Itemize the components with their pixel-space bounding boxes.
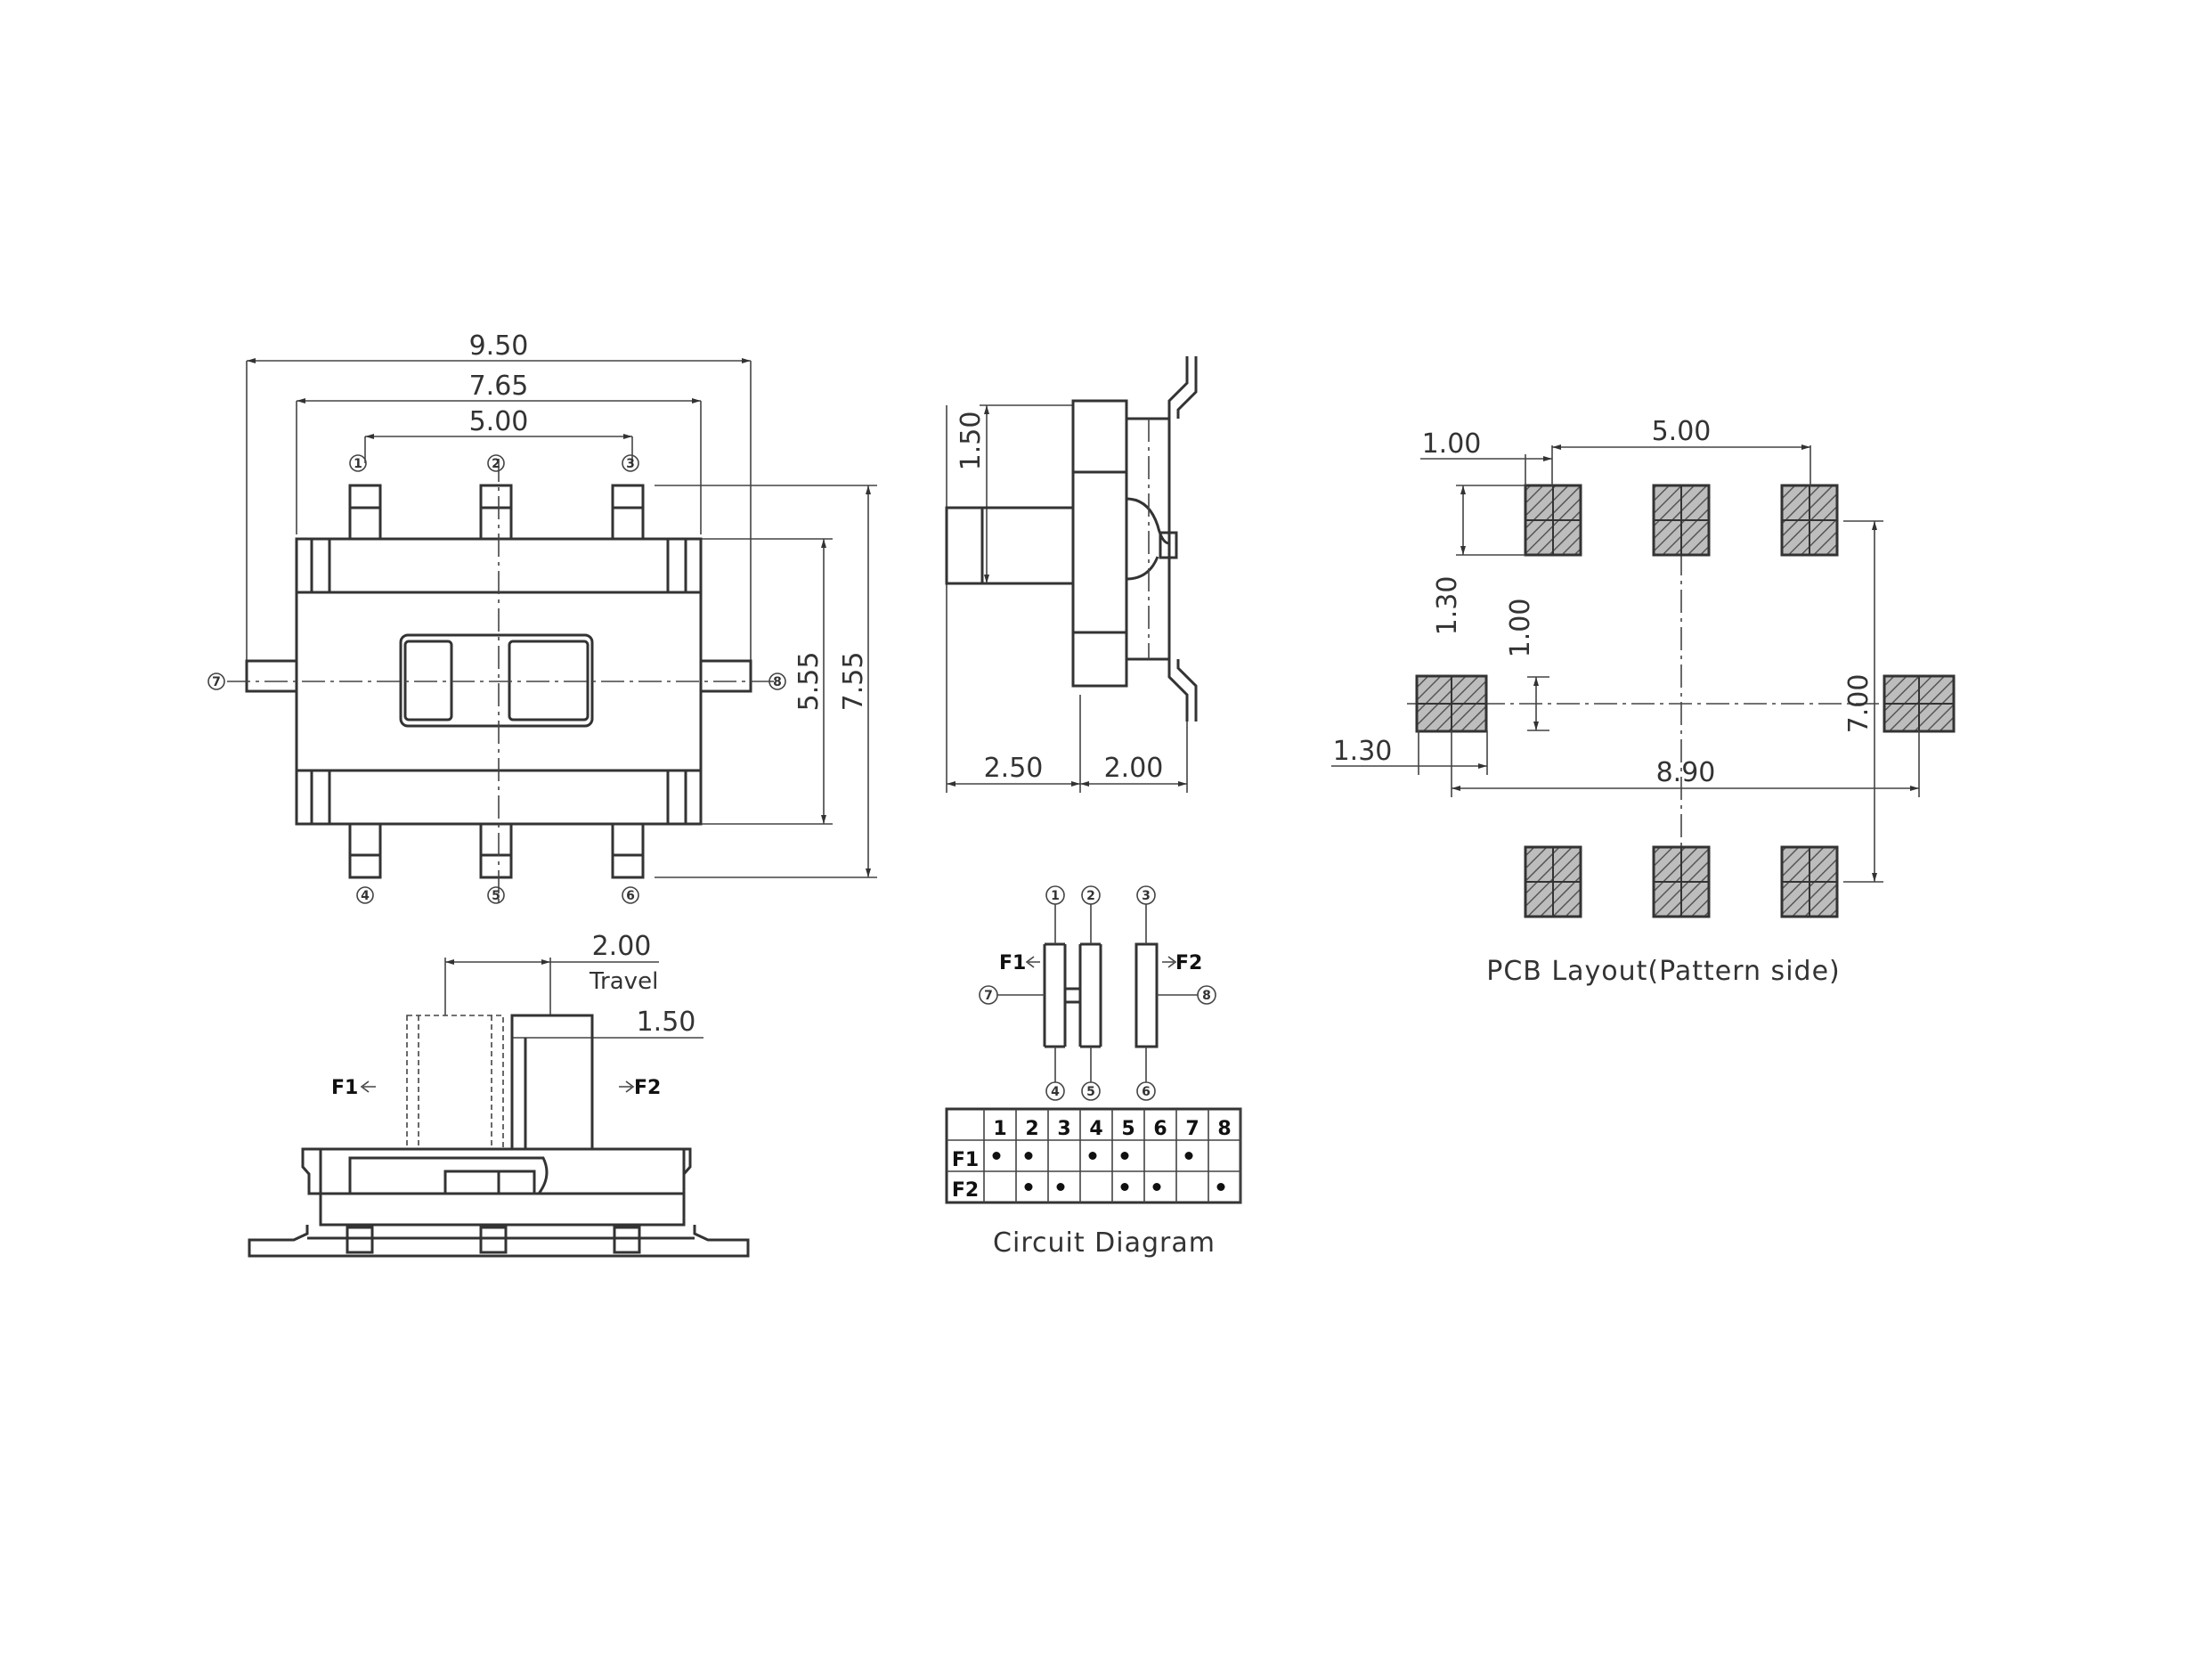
truth-table-dot (1088, 1152, 1097, 1160)
svg-text:1: 1 (354, 457, 362, 471)
dim-pcb-1-00-top: 1.00 (1422, 428, 1482, 460)
circuit-pin-labels: 1 2 3 4 5 6 7 8 (979, 885, 1216, 1101)
svg-text:2: 2 (492, 457, 500, 471)
svg-text:3: 3 (1142, 889, 1151, 903)
truth-table-row-f2: F2 (952, 1179, 979, 1202)
pcb-layout-caption: PCB Layout(Pattern side) (1486, 956, 1840, 987)
slider-window (399, 633, 594, 728)
truth-table-header-1: 1 (993, 1118, 1006, 1140)
top-view: 9.50 7.65 5.00 5.55 7.55 (207, 330, 877, 904)
actuator-position-f1 (406, 1015, 504, 1150)
svg-text:8: 8 (773, 675, 782, 689)
dim-2-00-side: 2.00 (1104, 753, 1164, 784)
svg-text:1: 1 (1051, 889, 1060, 903)
svg-text:4: 4 (361, 889, 370, 903)
truth-table-dot (1056, 1183, 1065, 1191)
truth-table: 1 2 3 4 5 6 7 8 F1 F2 (945, 1107, 1242, 1204)
truth-table-header-3: 3 (1057, 1118, 1070, 1140)
svg-text:3: 3 (626, 457, 635, 471)
pcb-layout: 5.00 1.00 1.30 1.00 1.30 8.90 7.00 PCB L… (1331, 416, 1956, 987)
circuit-h-left (1043, 942, 1067, 1048)
svg-text:5: 5 (492, 889, 500, 903)
svg-text:7: 7 (212, 675, 221, 689)
truth-table-dot (1184, 1152, 1193, 1160)
svg-text:5: 5 (1086, 1085, 1095, 1099)
dim-pcb-5-00: 5.00 (1652, 416, 1712, 447)
truth-table-dot (1024, 1152, 1033, 1160)
front-f2-label: F2 (634, 1077, 661, 1099)
pcb-pad (1652, 484, 1711, 557)
circuit-diagram-caption: Circuit Diagram (993, 1227, 1216, 1259)
truth-table-row-f1: F1 (952, 1149, 979, 1171)
truth-table-dot (1024, 1183, 1033, 1191)
top-view-pin-labels: 1 2 3 4 5 6 7 8 (207, 454, 786, 904)
dim-pcb-1-30-left: 1.30 (1432, 576, 1463, 636)
dim-1-50-front: 1.50 (637, 1007, 696, 1038)
pcb-pad (1415, 674, 1488, 733)
dim-pcb-1-00-mid: 1.00 (1505, 599, 1536, 658)
truth-table-dot (1120, 1183, 1129, 1191)
truth-table-dot (1120, 1152, 1129, 1160)
truth-table-header-4: 4 (1089, 1118, 1102, 1140)
dim-5-55: 5.55 (793, 652, 825, 712)
dim-9-50: 9.50 (469, 330, 529, 362)
truth-table-dot (992, 1152, 1001, 1160)
dim-1-50-side: 1.50 (956, 412, 987, 471)
dim-pcb-8-90: 8.90 (1656, 757, 1716, 788)
truth-table-dot (1216, 1183, 1225, 1191)
circuit-h-right (1078, 942, 1102, 1048)
circuit-f2-label: F2 (1175, 952, 1202, 974)
dim-pcb-7-00: 7.00 (1843, 674, 1875, 734)
svg-text:6: 6 (626, 889, 635, 903)
actuator-side (945, 506, 1082, 585)
pcb-pad (1780, 845, 1839, 918)
side-view: 1.50 2.50 2.00 (945, 356, 1198, 793)
dim-7-55: 7.55 (838, 652, 869, 712)
pcb-pad (1780, 484, 1839, 557)
circuit-f1-label: F1 (999, 952, 1026, 974)
svg-text:4: 4 (1051, 1085, 1060, 1099)
dim-travel-2-00: 2.00 (592, 931, 652, 962)
truth-table-header-2: 2 (1025, 1118, 1038, 1140)
svg-text:7: 7 (984, 989, 993, 1003)
truth-table-header-8: 8 (1217, 1118, 1231, 1140)
truth-table-header-6: 6 (1153, 1118, 1167, 1140)
front-view: 2.00 Travel 1.50 F1 F2 (248, 931, 750, 1258)
svg-text:6: 6 (1142, 1085, 1151, 1099)
svg-text:2: 2 (1086, 889, 1095, 903)
slider-knob (403, 640, 453, 722)
front-f1-label: F1 (331, 1077, 358, 1099)
truth-table-header-7: 7 (1185, 1118, 1199, 1140)
circuit-diagram: F1 F2 1 2 3 4 5 6 7 8 1 2 3 4 5 6 7 8 F1… (945, 885, 1242, 1259)
travel-label: Travel (589, 968, 658, 995)
dim-pcb-1-30-bottom: 1.30 (1333, 736, 1393, 767)
truth-table-dot (1152, 1183, 1161, 1191)
dim-2-50: 2.50 (984, 753, 1044, 784)
pcb-pad (1652, 845, 1711, 918)
svg-text:8: 8 (1202, 989, 1211, 1003)
pcb-pad (1883, 674, 1956, 733)
dim-7-65: 7.65 (469, 371, 529, 402)
dim-5-00: 5.00 (469, 406, 529, 437)
pcb-pad (1524, 845, 1582, 918)
pcb-pad (1524, 484, 1582, 557)
truth-table-header-5: 5 (1121, 1118, 1134, 1140)
